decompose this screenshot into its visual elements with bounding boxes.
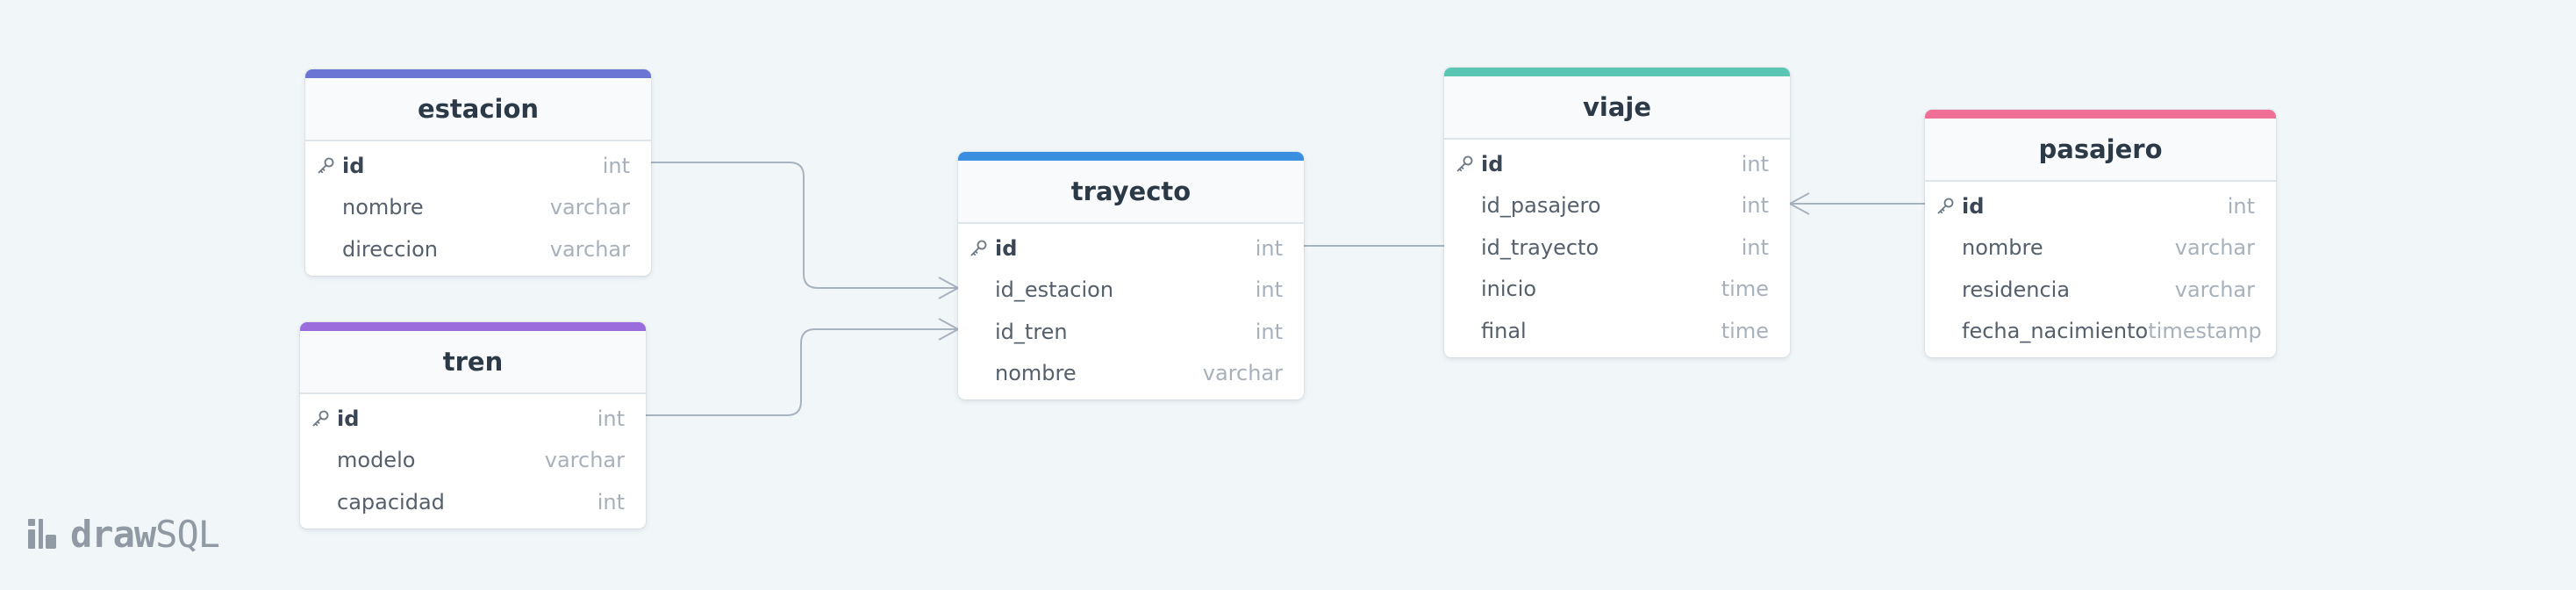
column-type: varchar (2174, 277, 2255, 302)
column-row-viaje-id_trayecto[interactable]: id_trayecto int (1444, 227, 1790, 269)
column-type: int (1741, 151, 1769, 176)
table-title: tren (300, 331, 646, 394)
drawsql-logo-icon (28, 519, 56, 549)
column-list: id int nombre varchar residencia varchar fecha… (1925, 182, 2276, 357)
column-type: varchar (549, 195, 630, 220)
column-list: id int modelo varchar capacidad int (300, 394, 646, 529)
column-type: int (1255, 319, 1283, 344)
table-title: pasajero (1925, 119, 2276, 182)
primary-key-icon (1936, 197, 1955, 216)
column-type: varchar (2174, 235, 2255, 261)
column-row-tren-capacidad[interactable]: capacidad int (300, 481, 646, 523)
column-row-trayecto-nombre[interactable]: nombre varchar (958, 353, 1304, 395)
table-title: estacion (305, 78, 651, 141)
crowfoot-tren-trayecto (938, 318, 959, 341)
column-row-estacion-id[interactable]: id int (305, 145, 651, 187)
column-row-pasajero-nombre[interactable]: nombre varchar (1925, 227, 2276, 270)
column-row-viaje-id[interactable]: id int (1444, 143, 1790, 185)
column-name: direccion (342, 236, 438, 262)
column-row-pasajero-id[interactable]: id int (1925, 185, 2276, 227)
column-name: capacidad (337, 489, 445, 514)
table-color-strip (1444, 68, 1790, 76)
column-name: nombre (1962, 235, 2043, 261)
column-row-tren-modelo[interactable]: modelo varchar (300, 440, 646, 482)
primary-key-icon (311, 409, 330, 428)
crowfoot-estacion-trayecto (938, 277, 959, 299)
column-row-tren-id[interactable]: id int (300, 398, 646, 440)
drawsql-logo[interactable]: draw SQL (26, 511, 220, 557)
primary-key-icon (969, 239, 988, 258)
column-row-estacion-nombre[interactable]: nombre varchar (305, 187, 651, 229)
column-type: varchar (544, 448, 625, 473)
table-title: viaje (1444, 76, 1790, 140)
column-row-viaje-id_pasajero[interactable]: id_pasajero int (1444, 185, 1790, 227)
relation-estacion-trayecto[interactable] (651, 162, 958, 289)
column-name: id_tren (995, 319, 1068, 344)
primary-key-icon (1455, 155, 1474, 174)
table-color-strip (958, 152, 1304, 161)
column-type: int (597, 406, 625, 431)
column-type: int (597, 489, 625, 514)
column-row-trayecto-id_estacion[interactable]: id_estacion int (958, 270, 1304, 312)
table-title: trayecto (958, 161, 1304, 224)
table-pasajero[interactable]: pasajero id int nombre varchar residencia var… (1925, 110, 2276, 357)
column-type: time (1721, 318, 1769, 343)
crowfoot-pasajero-viaje (1789, 192, 1810, 215)
column-name: final (1481, 318, 1527, 343)
table-tren[interactable]: tren id int modelo varchar capacidad int (300, 322, 646, 529)
column-name: fecha_nacimiento (1962, 319, 2149, 344)
column-name: id (995, 235, 1018, 261)
column-name: modelo (337, 448, 416, 473)
column-type: varchar (549, 236, 630, 262)
column-row-trayecto-id_tren[interactable]: id_tren int (958, 311, 1304, 353)
column-name: id_estacion (995, 277, 1114, 303)
column-name: nombre (342, 195, 424, 220)
primary-key-icon (316, 156, 335, 176)
column-type: int (2227, 193, 2255, 219)
column-name: nombre (995, 361, 1077, 386)
column-name: id_pasajero (1481, 193, 1601, 219)
column-row-pasajero-residencia[interactable]: residencia varchar (1925, 269, 2276, 311)
column-type: int (602, 153, 630, 178)
column-row-estacion-direccion[interactable]: direccion varchar (305, 228, 651, 270)
logo-word-draw: draw (70, 512, 156, 556)
column-name: id_trayecto (1481, 234, 1599, 260)
column-type: int (1255, 277, 1283, 303)
column-list: id int nombre varchar direccion varchar (305, 141, 651, 276)
column-name: inicio (1481, 277, 1537, 302)
column-type: timestamp (2148, 319, 2262, 344)
column-type: varchar (1202, 361, 1283, 386)
column-name: id (337, 406, 360, 431)
column-name: id (1962, 193, 1985, 219)
column-type: time (1721, 277, 1769, 302)
column-name: id (342, 153, 365, 178)
table-color-strip (1925, 110, 2276, 119)
column-name: residencia (1962, 277, 2071, 302)
column-row-trayecto-id[interactable]: id int (958, 227, 1304, 270)
table-color-strip (300, 322, 646, 331)
column-row-viaje-inicio[interactable]: inicio time (1444, 269, 1790, 311)
column-row-viaje-final[interactable]: final time (1444, 310, 1790, 352)
column-type: int (1741, 234, 1769, 260)
column-type: int (1255, 235, 1283, 261)
column-type: int (1741, 193, 1769, 219)
logo-word-sql: SQL (155, 512, 220, 556)
table-color-strip (305, 69, 651, 78)
column-name: id (1481, 151, 1504, 176)
table-estacion[interactable]: estacion id int nombre varchar direccion varc… (305, 69, 651, 276)
relation-tren-trayecto[interactable] (646, 328, 958, 416)
